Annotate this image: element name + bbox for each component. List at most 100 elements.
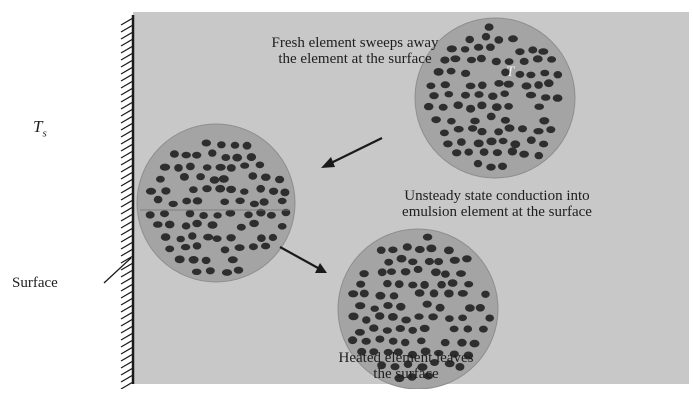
particle — [485, 23, 494, 30]
wall-hatch-stroke — [121, 333, 133, 340]
particle — [360, 290, 369, 298]
particle — [461, 46, 469, 52]
particle — [375, 312, 384, 320]
particle — [202, 257, 211, 264]
particle — [235, 244, 245, 251]
particle — [447, 118, 456, 125]
particle — [160, 164, 170, 171]
bottom-caption: Heated element leaves the surface — [339, 350, 474, 382]
wall-hatch-stroke — [121, 165, 133, 172]
particle — [249, 243, 258, 250]
particle — [278, 223, 287, 230]
particle — [534, 104, 544, 110]
particle — [464, 149, 473, 156]
particle — [397, 255, 407, 263]
middle-caption-line-1: Unsteady state conduction into — [402, 188, 592, 204]
particle — [457, 138, 466, 146]
particle — [388, 313, 398, 321]
particle — [485, 315, 494, 322]
wall-hatch-stroke — [121, 151, 133, 158]
particle — [493, 149, 502, 156]
particle — [515, 48, 524, 55]
particle — [153, 221, 163, 228]
top-caption: Fresh element sweeps away the element at… — [271, 35, 438, 67]
particle — [441, 81, 450, 88]
particle — [539, 141, 548, 148]
particle — [160, 210, 169, 217]
particle — [237, 224, 246, 231]
wall-hatch-stroke — [121, 179, 133, 186]
particle — [169, 201, 178, 207]
particle — [280, 189, 289, 197]
particle — [457, 339, 466, 347]
particle — [477, 102, 486, 110]
particle — [476, 304, 485, 312]
particle — [182, 198, 191, 205]
particle — [231, 142, 240, 149]
particle — [431, 268, 441, 276]
particle — [480, 148, 489, 156]
wall-hatch-stroke — [121, 200, 133, 207]
particle — [359, 270, 368, 277]
particle — [226, 234, 235, 241]
particle — [403, 243, 412, 250]
particle — [450, 257, 460, 264]
particle — [554, 71, 563, 78]
wall-hatch-stroke — [121, 242, 133, 249]
particle — [486, 44, 495, 51]
particle — [486, 164, 495, 171]
wall-hatch-stroke — [121, 193, 133, 200]
particle — [355, 302, 365, 309]
particle — [161, 187, 170, 194]
fresh-element — [415, 18, 575, 178]
particle — [499, 138, 508, 144]
particle — [444, 290, 454, 298]
particle — [192, 152, 201, 159]
particle — [520, 58, 529, 65]
particle — [505, 124, 515, 131]
particle — [348, 336, 357, 344]
particle — [221, 154, 230, 161]
particle — [177, 236, 185, 243]
particle — [189, 186, 198, 193]
particle — [464, 281, 473, 287]
surface-element-circle — [137, 124, 295, 282]
particle — [501, 117, 510, 124]
particle — [526, 72, 535, 79]
wall-hatch-stroke — [121, 326, 133, 333]
particle — [243, 142, 252, 150]
particle — [232, 154, 242, 162]
particle — [401, 317, 411, 324]
particle — [383, 302, 392, 309]
particle — [226, 186, 236, 193]
particle — [533, 55, 543, 62]
particle — [202, 185, 211, 192]
particle — [219, 175, 229, 183]
particle — [256, 185, 265, 193]
particle — [461, 70, 470, 77]
particle — [443, 140, 453, 147]
particle — [414, 313, 423, 319]
particle — [420, 325, 430, 332]
particle — [355, 329, 365, 336]
particle — [441, 339, 450, 346]
particle — [516, 71, 525, 78]
particle — [221, 246, 230, 253]
particle — [437, 281, 446, 289]
particle — [388, 247, 397, 254]
particle — [192, 220, 202, 227]
wall-hatch-stroke — [121, 102, 133, 109]
wall-hatch-stroke — [121, 270, 133, 277]
wall-hatch-stroke — [121, 186, 133, 193]
wall-temperature-label: Ts — [33, 119, 47, 141]
particle — [533, 128, 543, 134]
particle — [383, 280, 392, 287]
particle — [488, 93, 497, 100]
wall-hatch-stroke — [121, 235, 133, 242]
particle — [161, 233, 171, 241]
particle — [240, 162, 249, 168]
particle — [458, 315, 467, 322]
wall-hatch-stroke — [121, 53, 133, 60]
wall-hatch-stroke — [121, 361, 133, 368]
particle — [192, 269, 202, 275]
